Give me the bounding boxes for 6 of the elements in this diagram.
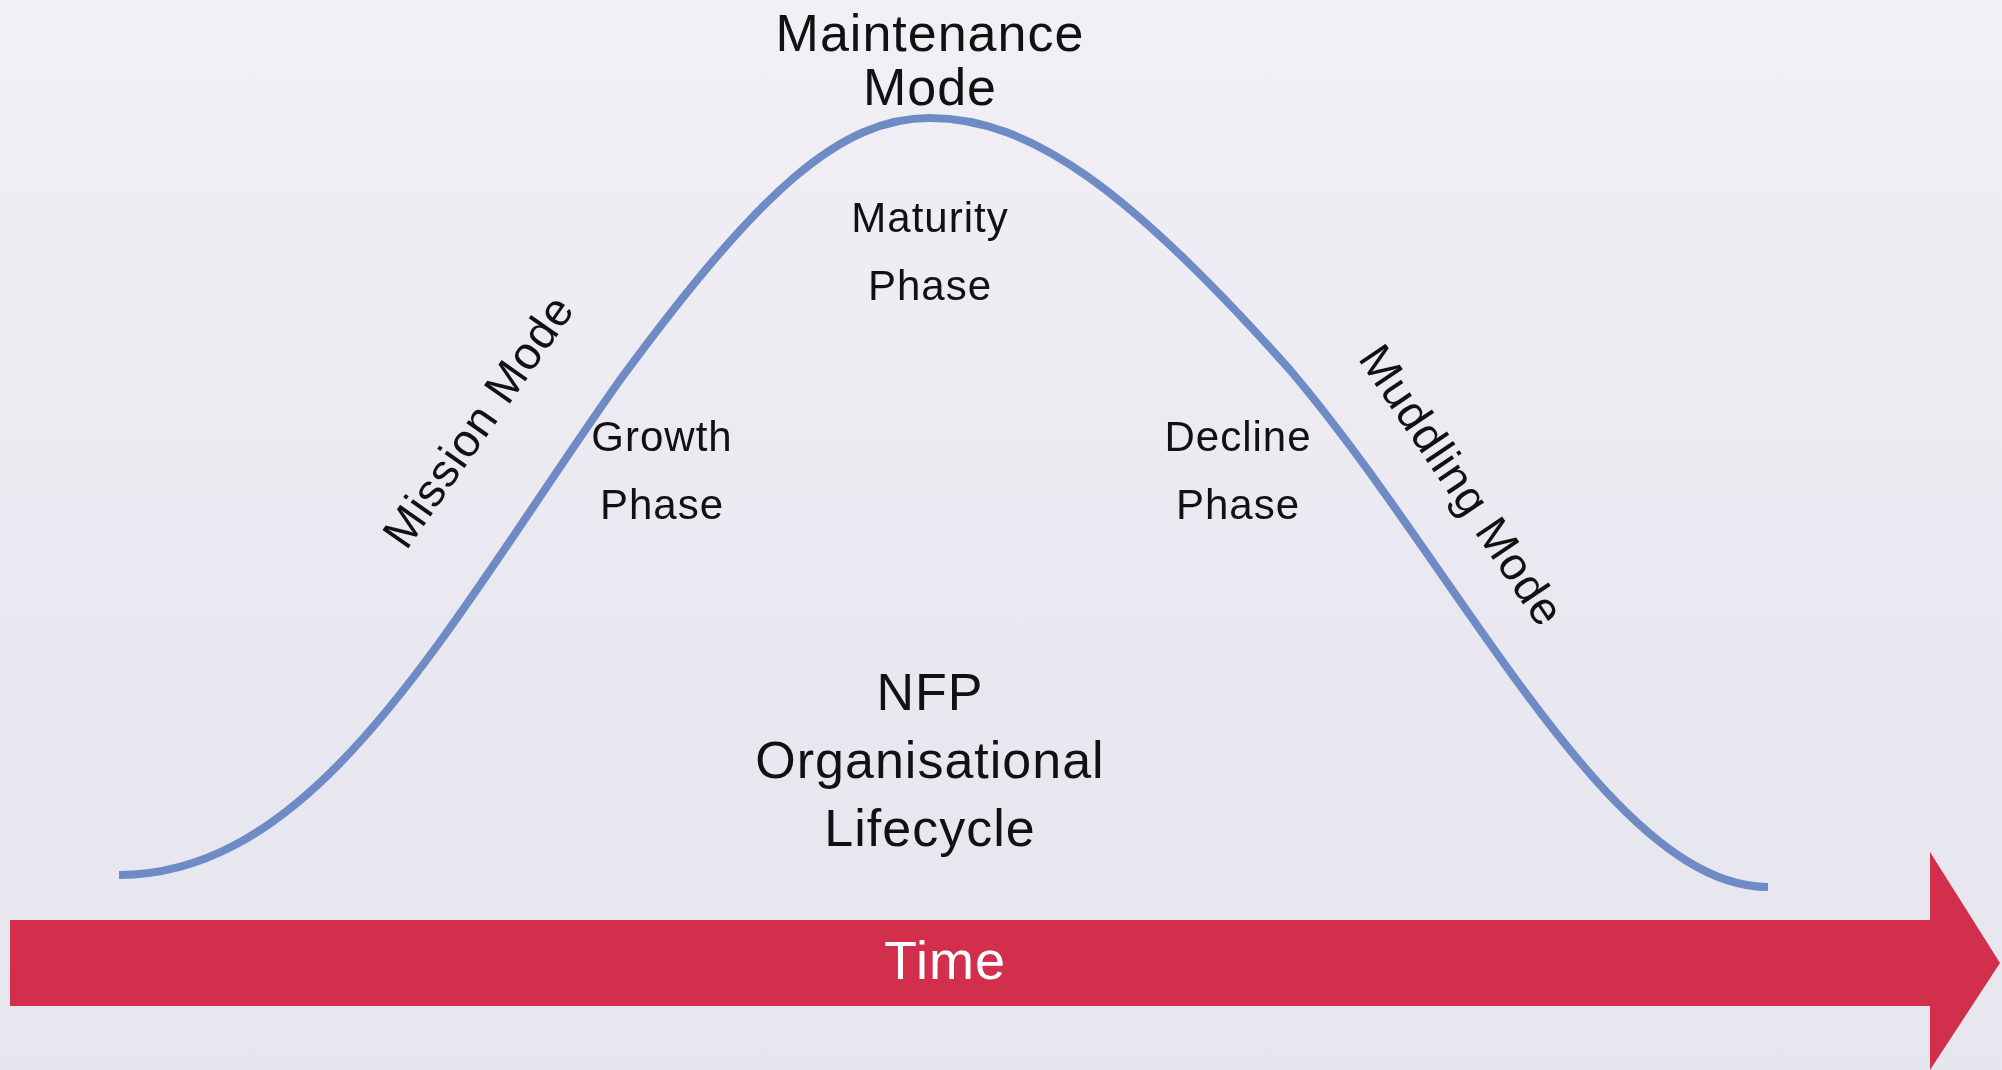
stage-label: Maturity Phase [850, 193, 1010, 311]
stage-label: Growth Phase [590, 412, 734, 530]
axis-label: Time [883, 930, 1007, 990]
diagram-title: NFP Organisational Lifecycle [754, 662, 1106, 859]
stage-label: Decline Phase [1163, 412, 1313, 530]
stage-label: Maintenance Mode [774, 6, 1086, 114]
